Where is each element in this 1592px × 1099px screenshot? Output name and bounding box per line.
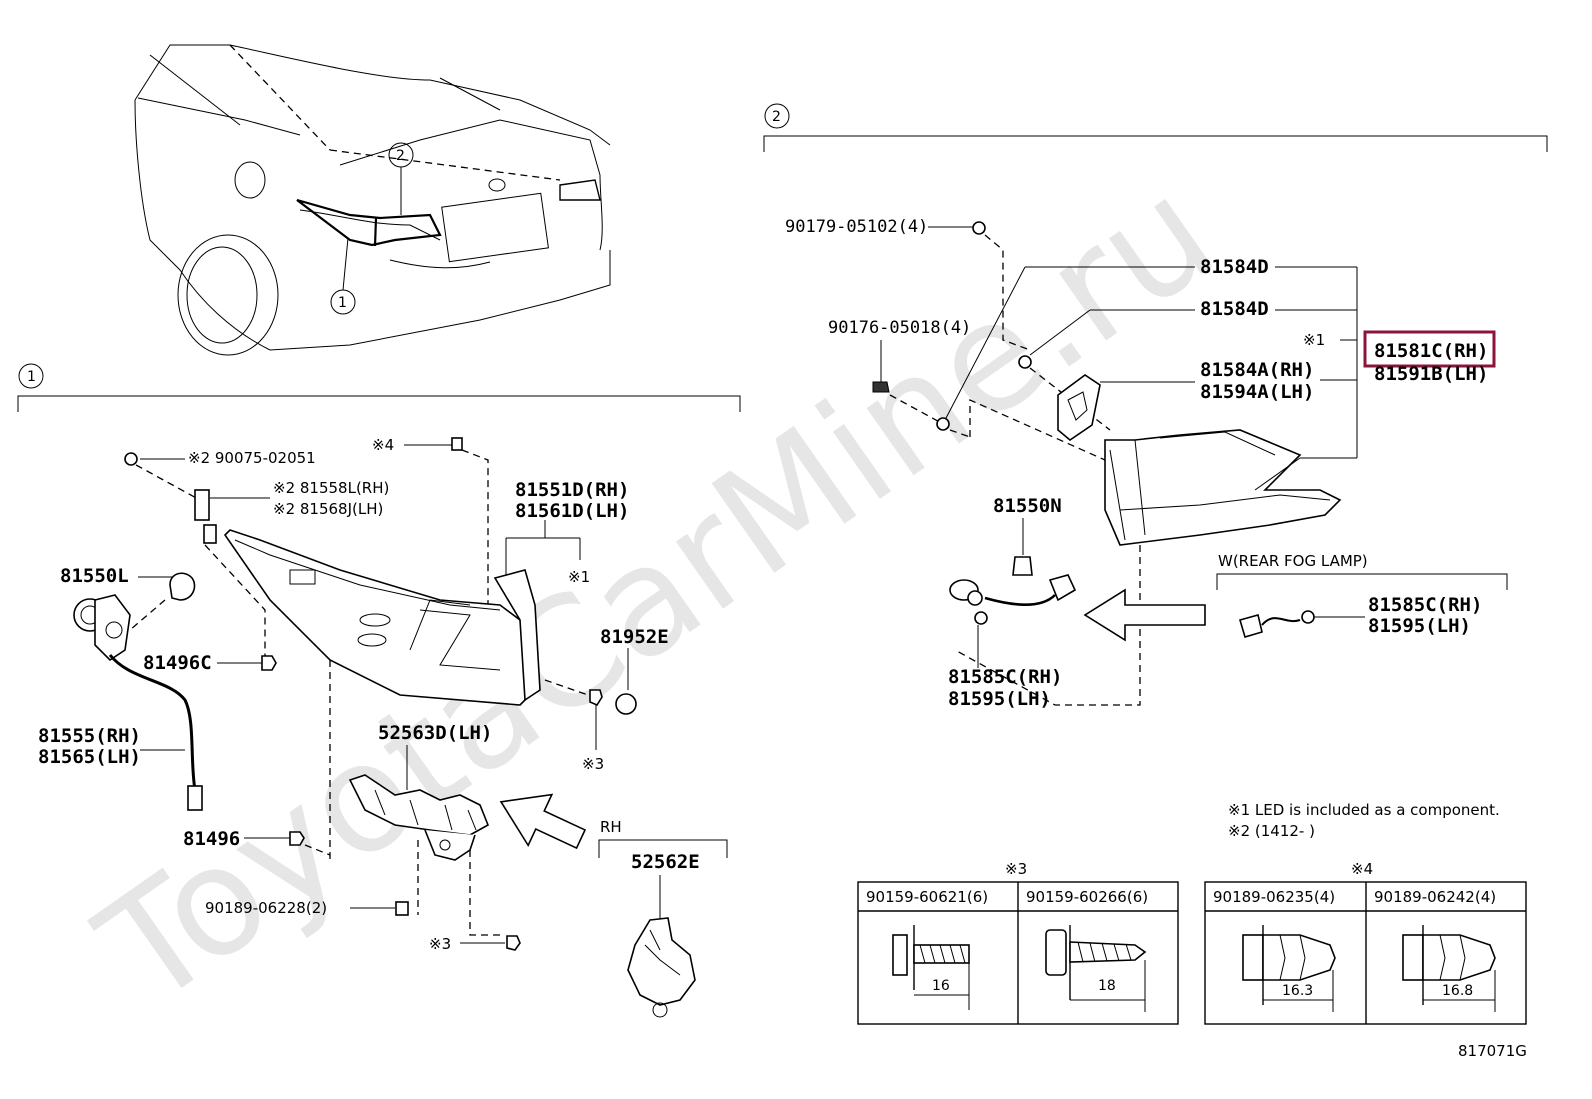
nut-81496C-icon xyxy=(261,655,277,671)
highlight-box-81581C xyxy=(1363,330,1496,368)
label-81550N: 81550N xyxy=(993,495,1062,517)
bulb-81550L-icon xyxy=(169,572,196,601)
bolt-90159-60266-icon xyxy=(1045,925,1147,1012)
label-81568J: ※2 81568J(LH) xyxy=(273,500,383,518)
cap-81952E-icon xyxy=(615,693,637,715)
table3-part-2: 90159-60266(6) xyxy=(1026,888,1148,906)
label-81584D-a: 81584D xyxy=(1200,256,1269,278)
table3-dim-1: 16 xyxy=(932,978,950,994)
label-rh: RH xyxy=(600,818,622,836)
rh-bracket-line xyxy=(598,839,728,858)
label-81584D-b: 81584D xyxy=(1200,298,1269,320)
label-rear-fog-lamp: W(REAR FOG LAMP) xyxy=(1218,552,1368,570)
callout-1-label: 1 xyxy=(338,295,347,311)
bracket-52563D-icon xyxy=(348,774,490,861)
socket-wire-81585C-icon xyxy=(949,574,1077,625)
bolt-90159-60621-icon xyxy=(892,925,970,1010)
fog-socket-wire-icon xyxy=(1239,610,1315,638)
table3-part-1: 90159-60621(6) xyxy=(866,888,988,906)
label-81952E: 81952E xyxy=(600,626,669,648)
inner-lamp-81581C-icon xyxy=(1104,429,1342,546)
clip-90189-06228-icon xyxy=(395,901,409,916)
note-2: ※2 (1412- ) xyxy=(1228,822,1315,840)
label-52563D: 52563D(LH) xyxy=(378,722,492,744)
section-2-mark-label: 2 xyxy=(772,109,781,125)
ref-note3a: ※3 xyxy=(582,755,604,773)
label-90176-05018: 90176-05018(4) xyxy=(828,318,971,338)
washer-lower-icon xyxy=(936,417,950,431)
note-1: ※1 LED is included as a component. xyxy=(1228,801,1500,819)
section-1-bracket xyxy=(17,395,741,412)
label-90179-05102: 90179-05102(4) xyxy=(785,217,928,237)
section-2-bracket xyxy=(763,135,1548,152)
label-81550L: 81550L xyxy=(60,565,129,587)
bulb-81550N-icon xyxy=(1012,556,1033,576)
nut-90176-icon xyxy=(872,381,890,393)
screw-90075-icon xyxy=(124,452,138,466)
fastener-table-4 xyxy=(1204,881,1527,1025)
label-81594A: 81594A(LH) xyxy=(1200,381,1314,403)
label-81558L: ※2 81558L(RH) xyxy=(273,479,389,497)
table3-mark: ※3 xyxy=(1005,860,1027,878)
label-81561D: 81561D(LH) xyxy=(515,500,629,522)
label-81591B: 81591B(LH) xyxy=(1374,363,1488,385)
table4-part-1: 90189-06235(4) xyxy=(1213,888,1335,906)
label-90075-02051: ※2 90075-02051 xyxy=(188,449,316,467)
ref-note1-right: ※1 xyxy=(1303,331,1325,349)
washer-upper-icon xyxy=(1018,355,1032,369)
label-52562E: 52562E xyxy=(631,851,700,873)
fastener-table-3 xyxy=(857,881,1179,1025)
label-81496: 81496 xyxy=(183,828,240,850)
ref-note3b: ※3 xyxy=(429,935,451,953)
screw-note3b-icon xyxy=(506,935,521,951)
label-81585C-b: 81585C(RH) xyxy=(948,666,1062,688)
bracket-81558L-icon xyxy=(194,489,210,521)
label-81585C-a: 81585C(RH) xyxy=(1368,594,1482,616)
section-1-mark-label: 1 xyxy=(27,369,36,385)
bracket-52562E-icon xyxy=(627,917,696,1018)
socket-wire-81555-icon xyxy=(73,594,203,811)
label-81551D: 81551D(RH) xyxy=(515,479,629,501)
drawing-id: 817071G xyxy=(1458,1042,1527,1060)
table3-dim-2: 18 xyxy=(1098,978,1116,994)
nut-90179-icon xyxy=(972,221,986,235)
label-81584A: 81584A(RH) xyxy=(1200,359,1314,381)
label-81595-b: 81595(LH) xyxy=(948,688,1051,710)
screw-note3a-icon xyxy=(589,689,603,707)
label-81555: 81555(RH) xyxy=(38,725,141,747)
table4-dim-1: 16.3 xyxy=(1282,983,1313,999)
section-1-mark xyxy=(18,363,44,389)
label-81595-a: 81595(LH) xyxy=(1368,615,1471,637)
direction-arrow-left xyxy=(499,793,587,850)
direction-arrow-right xyxy=(1083,588,1206,642)
clip-90189-06235-icon xyxy=(1242,925,1336,1012)
callout-2-label: 2 xyxy=(396,148,405,164)
ref-note1-left: ※1 xyxy=(568,568,590,586)
clip-90189-06242-icon xyxy=(1402,925,1496,1012)
label-81496C: 81496C xyxy=(143,652,212,674)
clip-note4-icon xyxy=(451,437,463,451)
section-2-mark xyxy=(764,103,790,129)
nut-81496-icon xyxy=(289,831,305,846)
label-81565: 81565(LH) xyxy=(38,746,141,768)
rear-fog-bracket xyxy=(1216,573,1508,590)
table4-dim-2: 16.8 xyxy=(1442,983,1473,999)
label-81581C[interactable]: 81581C(RH) xyxy=(1374,340,1488,362)
car-overview-illustration xyxy=(134,44,611,356)
table4-part-2: 90189-06242(4) xyxy=(1374,888,1496,906)
table4-mark: ※4 xyxy=(1351,860,1373,878)
ref-note4-top: ※4 xyxy=(372,436,394,454)
label-90189-06228: 90189-06228(2) xyxy=(205,899,327,917)
gasket-81584A-icon xyxy=(1057,374,1101,442)
outer-tail-lamp-81551D xyxy=(223,529,541,706)
